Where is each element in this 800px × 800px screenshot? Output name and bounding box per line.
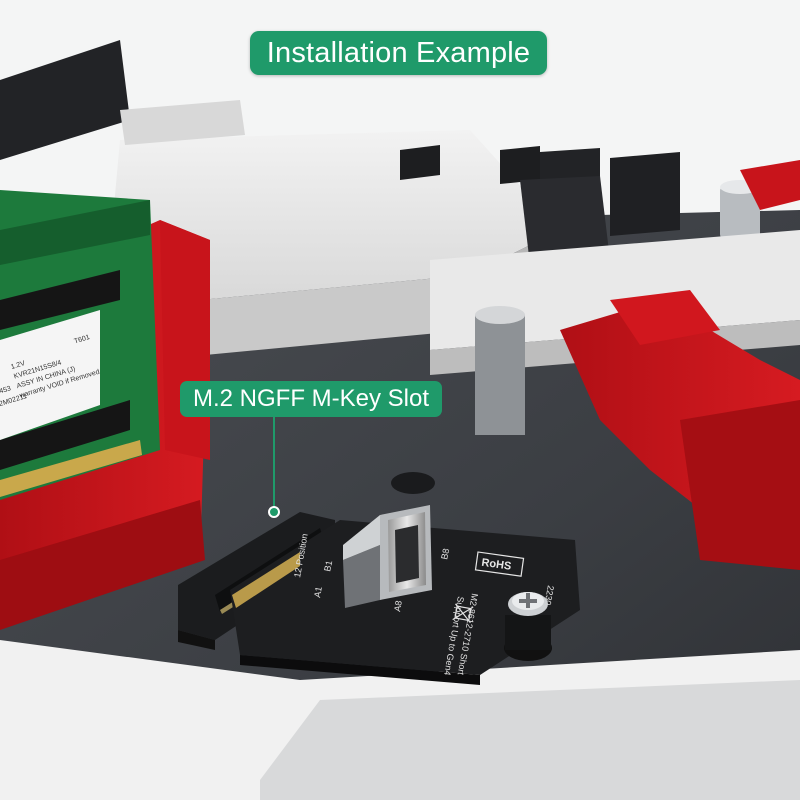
- pin-label-b8: B8: [439, 548, 451, 561]
- ram-module: [0, 190, 160, 500]
- mounting-hole: [391, 472, 435, 494]
- slot-callout-label: M.2 NGFF M-Key Slot: [180, 381, 442, 417]
- heatsink-shroud: [110, 130, 560, 300]
- weee-icon: [452, 603, 474, 624]
- pin-label-a8: A8: [392, 600, 404, 613]
- rohs-mark: RoHS: [474, 551, 525, 577]
- vertical-connector: [343, 505, 432, 608]
- ram-label-line1: 1.2V: [10, 360, 26, 371]
- ram-label-code-a: 8453: [0, 385, 12, 396]
- screw: [504, 592, 552, 661]
- rohs-text: RoHS: [481, 557, 512, 573]
- callout-leader-dot: [268, 506, 280, 518]
- standoff-post: [475, 306, 525, 435]
- ram-label: [0, 310, 100, 440]
- bottom-shroud: [0, 640, 800, 800]
- pcie-latch: [430, 160, 800, 570]
- io-connectors: [0, 40, 680, 265]
- pin-label-a1: A1: [312, 586, 324, 599]
- callout-leader-line: [273, 417, 275, 513]
- ram-label-code-right: T601: [73, 334, 90, 345]
- pin-label-b1: B1: [322, 560, 334, 573]
- page-title: Installation Example: [250, 31, 547, 75]
